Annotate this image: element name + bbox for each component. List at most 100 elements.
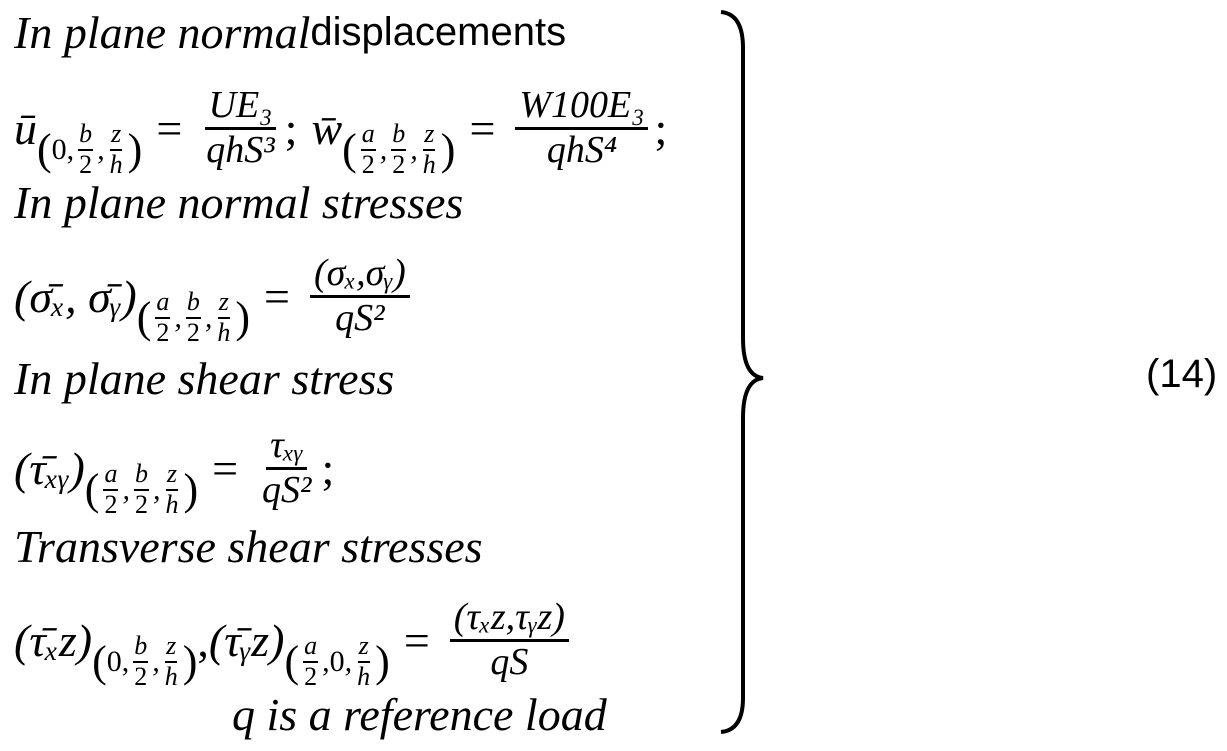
paren: ) — [440, 125, 456, 175]
sub-text: 0, — [51, 132, 75, 166]
tau-yz-bar: (τ̄ᵧz) — [208, 615, 285, 667]
u-bar-symbol: ū — [14, 103, 37, 155]
numerator: a — [360, 119, 376, 151]
semicolon: ; — [321, 443, 335, 495]
equals-sign: = — [403, 615, 430, 667]
reference-load-note: q is a reference load — [232, 689, 607, 740]
semicolon: ; — [284, 103, 298, 155]
paren: ) — [183, 465, 199, 515]
denominator: h — [422, 149, 436, 179]
denominator: qhS⁴ — [546, 129, 618, 172]
equals-sign: = — [212, 443, 239, 495]
denominator: qS² — [262, 469, 312, 512]
numerator: z — [357, 631, 370, 663]
numerator: τₓᵧ — [266, 424, 308, 471]
sub-text: , — [344, 644, 353, 678]
numerator: b — [391, 119, 407, 151]
heading-italic: In plane normal — [14, 7, 311, 58]
numerator: b — [133, 459, 149, 491]
sub-text: 0 — [329, 644, 345, 678]
sub-text: , — [97, 132, 105, 166]
numerator: b — [78, 119, 94, 151]
paren: ) — [182, 637, 198, 687]
numerator: z — [423, 119, 436, 151]
sub-text: , — [152, 644, 160, 678]
heading-transverse-shear: Transverse shear stresses — [14, 521, 483, 572]
numerator: (τₓz,τᵧz) — [449, 596, 569, 643]
semicolon: ; — [654, 103, 668, 155]
denominator: 2 — [79, 149, 93, 179]
sub-text: , — [174, 300, 182, 334]
sub-text: , — [152, 472, 161, 506]
denominator: h — [357, 661, 371, 691]
numerator: a — [303, 631, 319, 663]
tau-xy-bar: (τ̄ₓᵧ) — [14, 443, 85, 495]
denominator: 2 — [134, 661, 148, 691]
numerator: a — [155, 287, 171, 319]
heading-plain: displacements — [310, 10, 567, 54]
denominator: 2 — [392, 149, 406, 179]
paren: ( — [284, 637, 300, 687]
heading-normal-stresses: In plane normal stresses — [14, 177, 464, 228]
sub-text: , — [410, 132, 418, 166]
heading-displacements: In plane normal displacements — [14, 6, 566, 59]
equals-sign: = — [264, 271, 290, 323]
numerator: b — [185, 287, 201, 319]
fraction: (τₓz,τᵧz)qS — [449, 596, 569, 684]
numerator: z — [110, 119, 123, 151]
heading-shear-stress: In plane shear stress — [14, 353, 395, 404]
numerator: z — [217, 287, 230, 319]
equation-number: (14) — [1146, 352, 1218, 396]
denominator: h — [165, 489, 179, 519]
paren: ( — [92, 637, 107, 687]
tau-xz-bar: (τ̄ₓz) — [14, 615, 93, 667]
denominator: h — [217, 317, 231, 347]
numerator: a — [103, 459, 119, 491]
numerator: W100E₃ — [515, 84, 649, 131]
numerator: (σₓ,σᵧ) — [309, 252, 410, 299]
denominator: h — [109, 149, 123, 179]
sub-text: , — [204, 300, 213, 334]
denominator: 2 — [134, 489, 148, 519]
denominator: 2 — [361, 149, 375, 179]
fraction: (σₓ,σᵧ)qS² — [309, 252, 410, 340]
sub-text: 0, — [106, 644, 130, 678]
denominator: qhS³ — [206, 129, 275, 172]
equals-sign: = — [469, 103, 496, 155]
w-bar-symbol: w̄ — [311, 103, 343, 155]
denominator: 2 — [304, 661, 318, 691]
denominator: qS — [490, 641, 529, 684]
denominator: 2 — [156, 317, 170, 347]
paren: ( — [342, 125, 357, 175]
paren: ( — [37, 125, 52, 175]
numerator: z — [165, 459, 178, 491]
denominator: h — [164, 661, 178, 691]
denominator: 2 — [186, 317, 200, 347]
sub-text: , — [322, 644, 330, 678]
numerator: UE₃ — [204, 84, 277, 131]
comma: , — [197, 615, 209, 667]
equals-sign: = — [156, 103, 183, 155]
sigma-bar-pair: (σ̄ₓ, σ̄ᵧ) — [14, 271, 137, 323]
right-curly-brace — [720, 10, 764, 734]
